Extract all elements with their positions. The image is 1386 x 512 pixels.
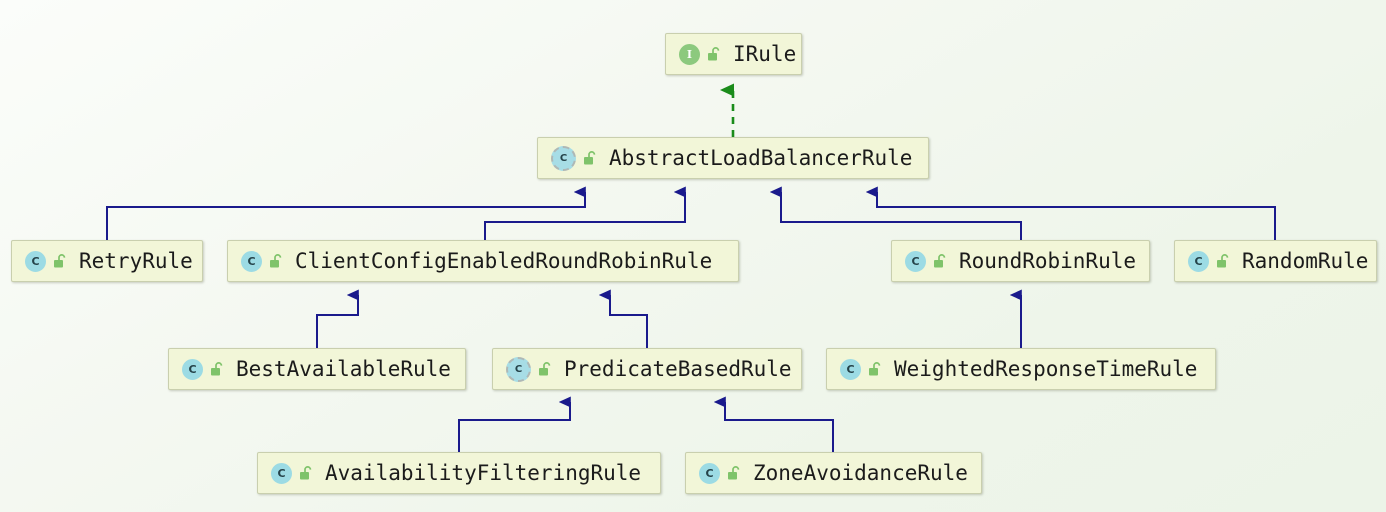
node-icon-group: C <box>241 250 283 272</box>
edge-roundrobinrule-to-abstractloadbalancerrule <box>769 186 1022 240</box>
class-node-label: BestAvailableRule <box>236 357 451 381</box>
class-node-predicatebasedrule[interactable]: C PredicateBasedRule <box>492 348 802 390</box>
class-node-label: AvailabilityFilteringRule <box>325 461 642 485</box>
node-icon-group: C <box>182 358 224 380</box>
class-node-label: RoundRobinRule <box>959 249 1137 273</box>
unlocked-padlock-icon <box>210 361 224 377</box>
class-node-label: RetryRule <box>79 249 193 273</box>
class-node-label: RandomRule <box>1242 249 1369 273</box>
class-node-label: AbstractLoadBalancerRule <box>609 146 913 170</box>
interface-icon: I <box>679 43 700 65</box>
node-icon-group: C <box>699 462 741 484</box>
class-node-clientconfigenabledroundrobinrule[interactable]: C ClientConfigEnabledRoundRobinRule <box>227 240 739 282</box>
edge-zoneavoidancerule-to-predicatebasedrule <box>713 396 834 452</box>
node-icon-group: C <box>1188 250 1230 272</box>
unlocked-padlock-icon <box>933 253 947 269</box>
edge-clientconfigenabledroundrobinrule-to-abstractloadbalancerrule <box>484 186 686 240</box>
class-icon: C <box>699 462 720 484</box>
unlocked-padlock-icon <box>1216 253 1230 269</box>
class-node-label: IRule <box>733 42 797 66</box>
class-icon: C <box>271 462 292 484</box>
unlocked-padlock-icon <box>868 361 882 377</box>
node-icon-group: C <box>271 462 313 484</box>
class-node-weightedresponsetimerule[interactable]: C WeightedResponseTimeRule <box>826 348 1216 390</box>
abstract-class-icon: C <box>506 356 531 382</box>
class-icon: C <box>840 358 861 380</box>
class-icon: C <box>905 250 926 272</box>
edge-retryrule-to-abstractloadbalancerrule <box>106 186 586 240</box>
class-node-label: WeightedResponseTimeRule <box>894 357 1198 381</box>
node-icon-group: C <box>551 145 597 171</box>
node-icon-group: C <box>506 356 552 382</box>
class-node-zoneavoidancerule[interactable]: C ZoneAvoidanceRule <box>685 452 982 494</box>
unlocked-padlock-icon <box>53 253 67 269</box>
unlocked-padlock-icon <box>583 150 597 166</box>
edge-randomrule-to-abstractloadbalancerrule <box>865 186 1276 240</box>
edge-predicatebasedrule-to-clientconfigenabledroundrobinrule <box>598 289 648 348</box>
edge-bestavailablerule-to-clientconfigenabledroundrobinrule <box>316 289 359 348</box>
unlocked-padlock-icon <box>707 46 721 62</box>
class-icon: C <box>25 250 46 272</box>
node-icon-group: C <box>905 250 947 272</box>
node-icon-group: I <box>679 43 721 65</box>
class-icon: C <box>1188 250 1209 272</box>
unlocked-padlock-icon <box>269 253 283 269</box>
class-node-label: PredicateBasedRule <box>564 357 792 381</box>
class-node-label: ZoneAvoidanceRule <box>753 461 968 485</box>
node-icon-group: C <box>25 250 67 272</box>
class-node-irule[interactable]: I IRule <box>665 33 802 75</box>
class-node-bestavailablerule[interactable]: C BestAvailableRule <box>168 348 466 390</box>
class-node-availabilityfilteringrule[interactable]: C AvailabilityFilteringRule <box>257 452 661 494</box>
abstract-class-icon: C <box>551 145 576 171</box>
unlocked-padlock-icon <box>538 361 552 377</box>
class-node-roundrobinrule[interactable]: C RoundRobinRule <box>891 240 1150 282</box>
class-icon: C <box>241 250 262 272</box>
unlocked-padlock-icon <box>299 465 313 481</box>
class-node-retryrule[interactable]: C RetryRule <box>11 240 203 282</box>
class-node-abstractloadbalancerrule[interactable]: C AbstractLoadBalancerRule <box>537 137 929 179</box>
class-icon: C <box>182 358 203 380</box>
class-node-randomrule[interactable]: C RandomRule <box>1174 240 1377 282</box>
node-icon-group: C <box>840 358 882 380</box>
edge-availabilityfilteringrule-to-predicatebasedrule <box>458 396 571 452</box>
class-node-label: ClientConfigEnabledRoundRobinRule <box>295 249 713 273</box>
unlocked-padlock-icon <box>727 465 741 481</box>
